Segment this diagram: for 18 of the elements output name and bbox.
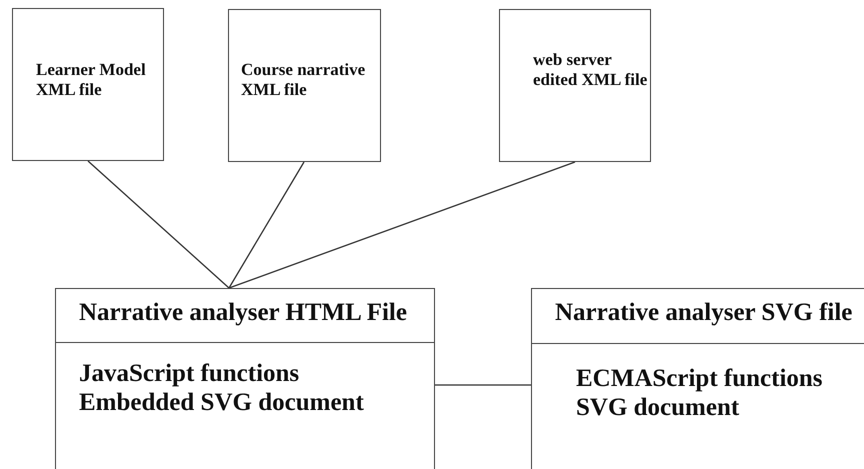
file-box xyxy=(228,9,381,162)
component-box xyxy=(531,288,864,469)
box-label: web server edited XML file xyxy=(533,50,648,90)
box-heading: Narrative analyser HTML File xyxy=(79,298,407,328)
connector-line xyxy=(435,384,531,386)
file-box xyxy=(12,8,164,161)
box-text: JavaScript functions xyxy=(79,359,300,388)
box-text: ECMAScript functions xyxy=(576,364,823,393)
box-heading: Narrative analyser SVG file xyxy=(555,298,852,328)
box-label: Learner Model XML file xyxy=(36,60,147,100)
connector-line xyxy=(88,160,230,288)
component-box xyxy=(55,288,435,469)
connector-line xyxy=(228,162,305,288)
box-text: SVG document xyxy=(576,393,740,422)
box-label: Course narrative XML file xyxy=(241,60,366,100)
file-box xyxy=(499,9,651,162)
connector-line xyxy=(228,161,576,289)
box-text: Embedded SVG document xyxy=(79,388,364,417)
